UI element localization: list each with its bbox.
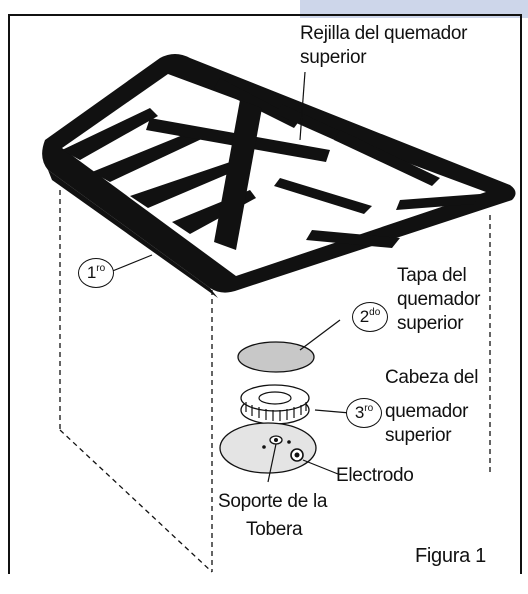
electrode-label: Electrodo <box>336 465 414 486</box>
callout-second-num: 2 <box>359 307 370 326</box>
burner-head <box>240 384 310 425</box>
leader-lines <box>109 71 351 483</box>
callout-first: 1ro <box>78 258 114 288</box>
figure-caption: Figura 1 <box>415 545 486 567</box>
callout-third-num: 3 <box>354 403 365 422</box>
head-label-line2: quemador <box>385 401 469 422</box>
head-label-line3: superior <box>385 425 452 446</box>
orifice-label-line1: Soporte de la <box>218 491 328 512</box>
callout-second: 2do <box>352 302 388 332</box>
cap-label-line3: superior <box>397 313 464 334</box>
head-label-line1: Cabeza del <box>385 367 479 388</box>
figure-border <box>8 14 522 574</box>
cap-label-line2: quemador <box>397 289 481 310</box>
grate-label-line1: Rejilla del quemador <box>300 23 468 44</box>
base-plate <box>219 422 317 474</box>
callout-first-suffix: ro <box>96 263 106 274</box>
burner-grate <box>42 54 516 298</box>
callout-second-suffix: do <box>369 307 381 318</box>
burner-cap <box>237 341 315 373</box>
grate-label-line2: superior <box>300 47 367 68</box>
cap-label-line1: Tapa del <box>397 265 467 286</box>
callout-third-suffix: ro <box>364 403 374 414</box>
cooktop-box <box>59 190 491 573</box>
header-bar <box>300 0 528 18</box>
callout-first-num: 1 <box>86 263 97 282</box>
orifice-label-line2: Tobera <box>246 519 303 540</box>
callout-third: 3ro <box>346 398 382 428</box>
